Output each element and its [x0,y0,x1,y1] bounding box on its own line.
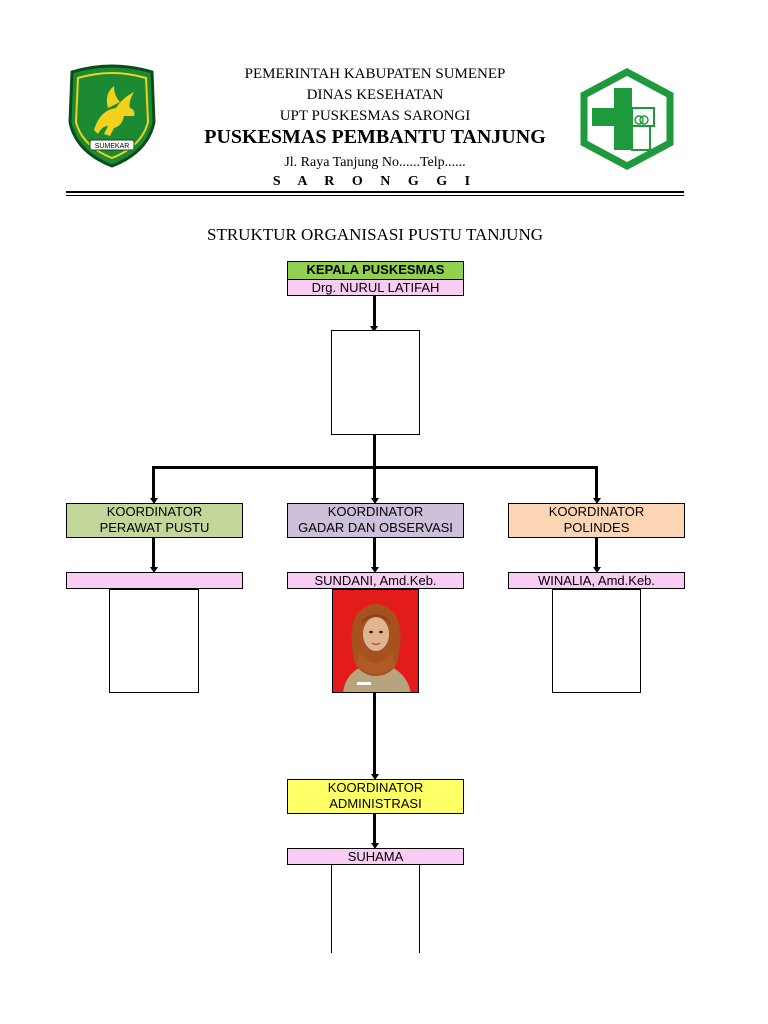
coordinator-gadar-line2: GADAR DAN OBSERVASI [298,520,453,535]
chart-title: STRUKTUR ORGANISASI PUSTU TANJUNG [207,225,543,244]
connector-right-to-name [595,538,598,568]
coordinator-admin-line1: KOORDINATOR [327,780,424,795]
arrow-center-coordinator [370,498,379,504]
arrow-admin [370,774,379,780]
name-box-polindes: WINALIA, Amd.Keb. [508,572,685,589]
head-photo-frame [331,330,420,435]
coordinator-admin-box: KOORDINATOR ADMINISTRASI [287,779,464,814]
coordinator-polindes-line2: POLINDES [563,520,630,535]
coordinator-gadar-line1: KOORDINATOR [327,504,424,519]
photo-frame-polindes [552,589,641,693]
arrow-left-name [149,567,158,573]
head-role-label: KEPALA PUSKESMAS [306,262,445,277]
health-cross-hexagon-logo-icon [576,68,678,170]
connector-left-to-name [152,538,155,568]
header-line-city: S A R O N G G I [272,174,478,189]
pegasus-shield-emblem-icon: SUMEKAR [64,64,160,170]
header-line-address: Jl. Raya Tanjung No......Telp...... [284,155,466,170]
coordinator-perawat-line1: KOORDINATOR [106,504,203,519]
name-box-admin: SUHAMA [287,848,464,865]
name-polindes-label: WINALIA, Amd.Keb. [537,573,656,588]
head-role-box: KEPALA PUSKESMAS [287,261,464,280]
connector-head-down [373,296,376,326]
header-line-government: PEMERINTAH KABUPATEN SUMENEP [244,66,506,82]
portrait-photo-icon [333,590,418,692]
head-name-box: Drg. NURUL LATIFAH [287,279,464,296]
name-box-gadar: SUNDANI, Amd.Keb. [287,572,464,589]
coordinator-admin-line2: ADMINISTRASI [329,796,422,811]
coordinator-gadar-box: KOORDINATOR GADAR DAN OBSERVASI [287,503,464,538]
arrow-head-photo [370,326,378,332]
connector-center-to-name [373,538,376,568]
header-line-department: DINAS KESEHATAN [306,87,444,103]
name-box-perawat [66,572,243,589]
arrow-admin-name [370,843,379,849]
header-line-upt: UPT PUSKESMAS SARONGI [279,108,471,124]
coordinator-perawat-box: KOORDINATOR PERAWAT PUSTU [66,503,243,538]
coordinator-polindes-box: KOORDINATOR POLINDES [508,503,685,538]
arrow-right-name [592,567,601,573]
arrow-left-coordinator [149,498,158,504]
left-logo-text: SUMEKAR [95,143,130,150]
arrow-right-coordinator [592,498,601,504]
coordinator-polindes-line1: KOORDINATOR [548,504,645,519]
photo-sundani [332,589,419,693]
header-line-puskesmas: PUSKESMAS PEMBANTU TANJUNG [204,126,546,148]
connector-right-drop [595,466,598,499]
photo-frame-perawat [109,589,199,693]
connector-center-to-admin [373,693,376,775]
head-name-label: Drg. NURUL LATIFAH [311,280,440,295]
coordinator-perawat-line2: PERAWAT PUSTU [99,520,210,535]
photo-frame-admin [331,865,420,953]
header-rule-thick [66,191,684,193]
name-gadar-label: SUNDANI, Amd.Keb. [314,573,437,588]
connector-admin-to-name [373,814,376,844]
header-rule-thin [66,195,684,196]
connector-horizontal [152,466,598,469]
arrow-center-name [370,567,379,573]
name-admin-label: SUHAMA [347,849,404,864]
connector-left-drop [152,466,155,499]
